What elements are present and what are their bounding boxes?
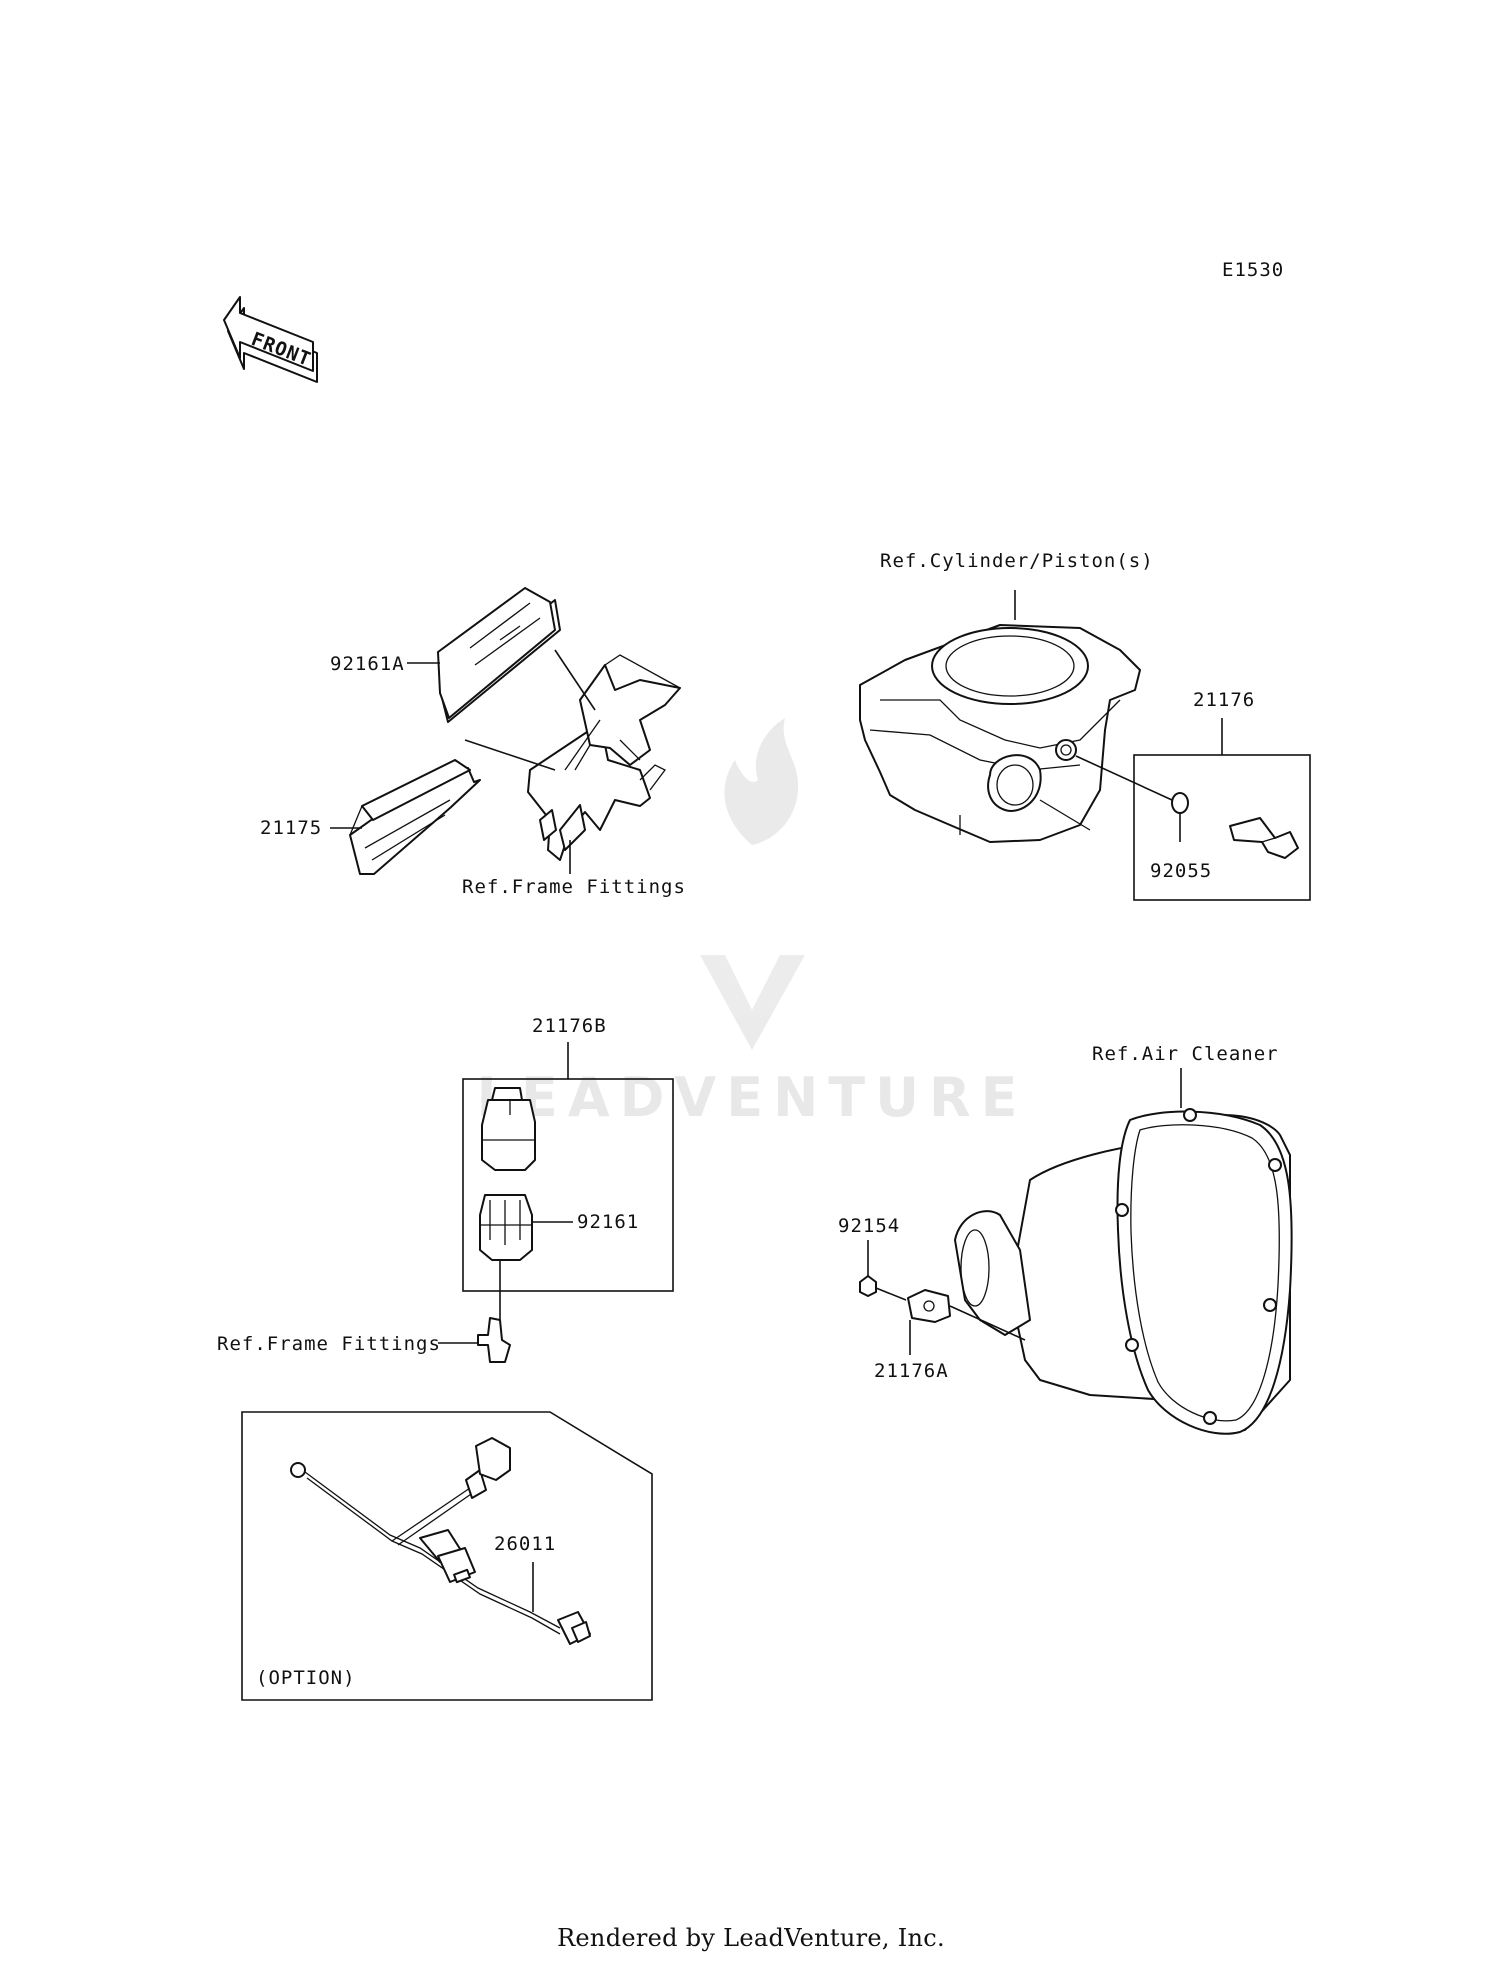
leadventure-watermark: LEADVENTURE	[477, 718, 1028, 1129]
ecu-bracket-assembly	[330, 587, 681, 875]
air-cleaner-sensor-assembly	[859, 1068, 1293, 1435]
connector-assembly-21176B	[438, 1042, 674, 1363]
footer-credit: Rendered by LeadVenture, Inc.	[557, 1924, 945, 1952]
label-92161A: 92161A	[330, 653, 405, 675]
label-21176A: 21176A	[874, 1360, 949, 1382]
label-21175: 21175	[260, 817, 322, 839]
label-92154: 92154	[838, 1215, 900, 1237]
front-direction-arrow-icon: FRONT	[223, 296, 318, 383]
label-26011: 26011	[494, 1533, 556, 1555]
diagram-code: E1530	[1222, 259, 1284, 281]
option-harness-box	[241, 1411, 653, 1701]
label-21176: 21176	[1193, 689, 1255, 711]
label-ref-cylinder-piston: Ref.Cylinder/Piston(s)	[880, 550, 1154, 572]
cylinder-sensor-assembly	[859, 590, 1311, 901]
label-ref-frame-fittings-lower: Ref.Frame Fittings	[217, 1333, 441, 1355]
watermark-text: LEADVENTURE	[477, 1066, 1028, 1129]
label-92055: 92055	[1150, 860, 1212, 882]
label-option: (OPTION)	[256, 1667, 356, 1689]
label-ref-frame-fittings-upper: Ref.Frame Fittings	[462, 876, 686, 898]
flame-logo-icon	[724, 718, 799, 845]
label-92161: 92161	[577, 1211, 639, 1233]
label-ref-air-cleaner: Ref.Air Cleaner	[1092, 1043, 1279, 1065]
v-logo-icon	[700, 955, 805, 1050]
label-21176B: 21176B	[532, 1015, 607, 1037]
